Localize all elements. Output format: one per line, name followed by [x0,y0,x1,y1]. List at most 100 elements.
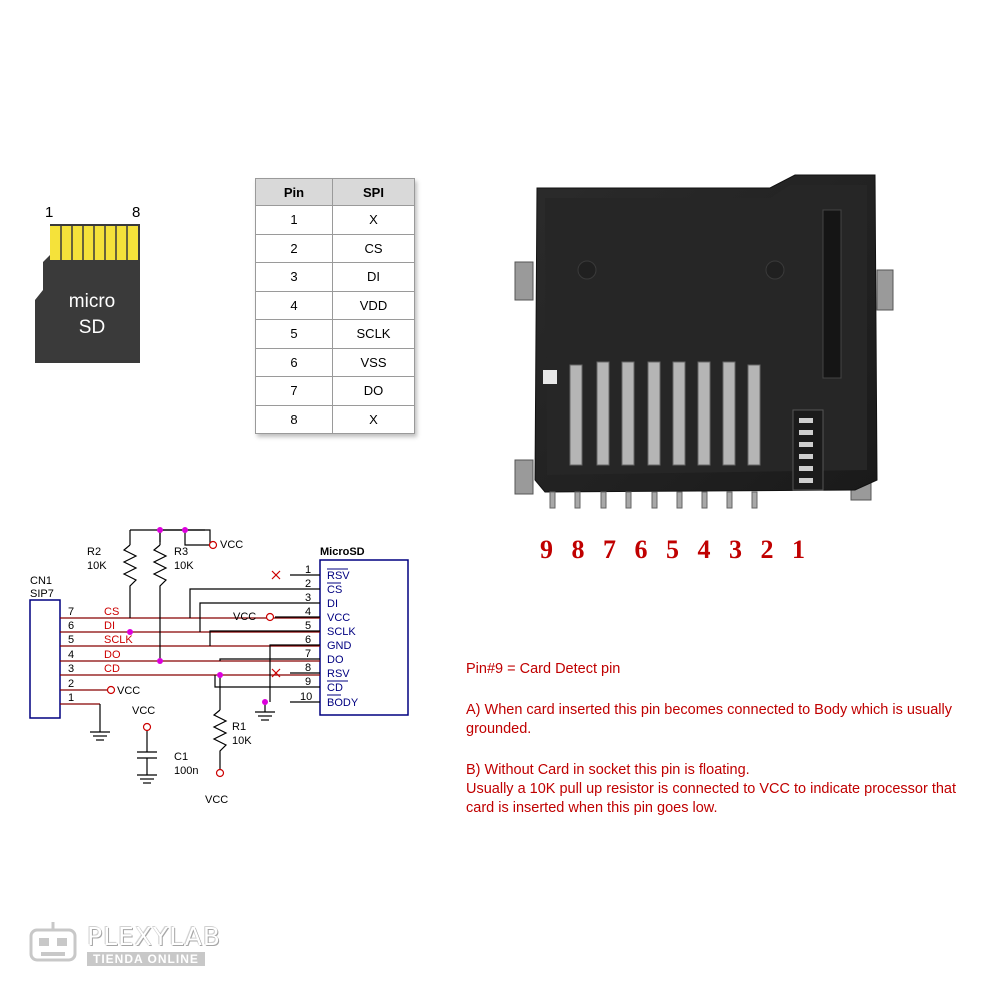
r3-ref: R3 [174,546,188,558]
vcc-label-r1: VCC [205,794,228,806]
r2-ref: R2 [87,546,101,558]
sd-pin-last-label: 8 [132,204,140,221]
socket-pin-numbers: 9 8 7 6 5 4 3 2 1 [540,535,811,564]
conn-signal-label: CS [104,606,119,618]
spi-cell: DO [332,376,415,406]
conn-signal-label: CD [104,663,120,675]
socket-pin-num: 4 [305,606,311,618]
socket-pin-name: SCLK [327,626,356,638]
connector-type: SIP7 [30,588,54,600]
microsd-socket-box [319,559,409,716]
header-pin: Pin [255,178,333,206]
notes-title: Pin#9 = Card Detect pin [466,661,621,677]
socket-pin-num: 1 [305,564,311,576]
r3-value: 10K [174,560,194,572]
spi-cell: X [332,404,415,434]
socket-pin-num: 2 [305,578,311,590]
conn-signal-label: DO [104,649,121,661]
notes-a: A) When card inserted this pin becomes c… [466,702,952,737]
socket-pin-num: 8 [305,662,311,674]
conn-signal-label: SCLK [104,634,133,646]
spi-cell: SCLK [332,319,415,349]
table-header-row: Pin SPI [255,178,415,206]
notes-b-line1: B) Without Card in socket this pin is fl… [466,762,750,778]
pin-cell: 4 [255,290,333,320]
c1-value: 100n [174,765,198,777]
pin-cell: 3 [255,262,333,292]
socket-contacts [569,361,761,466]
conn-signal-label: DI [104,620,115,632]
socket-pin-name: CS [327,584,342,596]
card-detect-notes: Pin#9 = Card Detect pin A) When card ins… [466,660,986,840]
spi-cell: VSS [332,347,415,377]
spi-cell: X [332,205,415,235]
robot-logo-icon [29,922,77,962]
pin-cell: 6 [255,347,333,377]
plexylab-watermark: PLEXYLAB TIENDA ONLINE [25,920,255,970]
c1-ref: C1 [174,751,188,763]
header-spi: SPI [332,178,415,206]
notes-b-line2: Usually a 10K pull up resistor is connec… [466,781,957,816]
microsd-card-image: 1 8 micro SD [35,204,140,363]
socket-pin-num: 10 [300,691,312,703]
r1-value: 10K [232,735,252,747]
socket-pin-name: RSV [327,668,350,680]
socket-pin-name: GND [327,640,352,652]
schematic-labels: CN1 SIP7 7 6 5 4 3 2 1 CS DI SCLK DO CD … [30,539,365,806]
pin-cell: 8 [255,404,333,434]
socket-pin-num: 5 [305,620,311,632]
conn-pin-num: 1 [68,692,74,704]
pin-cell: 1 [255,205,333,235]
socket-pin-name: DI [327,598,338,610]
connector-ref: CN1 [30,575,52,587]
spi-cell: CS [332,233,415,263]
socket-pin-num: 3 [305,592,311,604]
socket-leads [549,491,758,509]
sd-label-micro: micro [69,291,115,312]
pin-cell: 2 [255,233,333,263]
spi-cell: VDD [332,290,415,320]
spi-cell: DI [332,262,415,292]
notes-b: B) Without Card in socket this pin is fl… [466,761,986,818]
pin-cell: 5 [255,319,333,349]
vcc-label-c1: VCC [132,705,155,717]
socket-pin-num: 6 [305,634,311,646]
vcc-label-top: VCC [220,539,243,551]
socket-title: MicroSD [320,546,365,558]
socket-pin-name: RSV [327,570,350,582]
conn-pin-num: 4 [68,649,74,661]
conn-pin-num: 6 [68,620,74,632]
r1-ref: R1 [232,721,246,733]
socket-pin-name: CD [327,682,343,694]
connector-cn1-box [29,599,61,719]
conn-pin-num: 7 [68,606,74,618]
vcc-label-socket: VCC [233,611,256,623]
microsd-socket-image [514,174,894,509]
socket-pin-name: VCC [327,612,350,624]
watermark-subtitle: TIENDA ONLINE [87,952,205,966]
socket-pin-num: 9 [305,676,311,688]
sd-label-sd: SD [79,317,105,338]
conn-pin-num: 5 [68,634,74,646]
sd-pin-first-label: 1 [45,204,53,221]
watermark-title: PLEXYLAB [87,922,221,951]
sd-contacts [50,226,138,260]
socket-pin-num: 7 [305,648,311,660]
wiring-schematic: CN1 SIP7 7 6 5 4 3 2 1 CS DI SCLK DO CD … [29,527,409,806]
conn-pin-num: 2 [68,678,74,690]
socket-pin-name: BODY [327,697,359,709]
socket-pin-name: DO [327,654,344,666]
conn-signal-label: VCC [117,685,140,697]
r2-value: 10K [87,560,107,572]
pin-cell: 7 [255,376,333,406]
conn-pin-num: 3 [68,663,74,675]
